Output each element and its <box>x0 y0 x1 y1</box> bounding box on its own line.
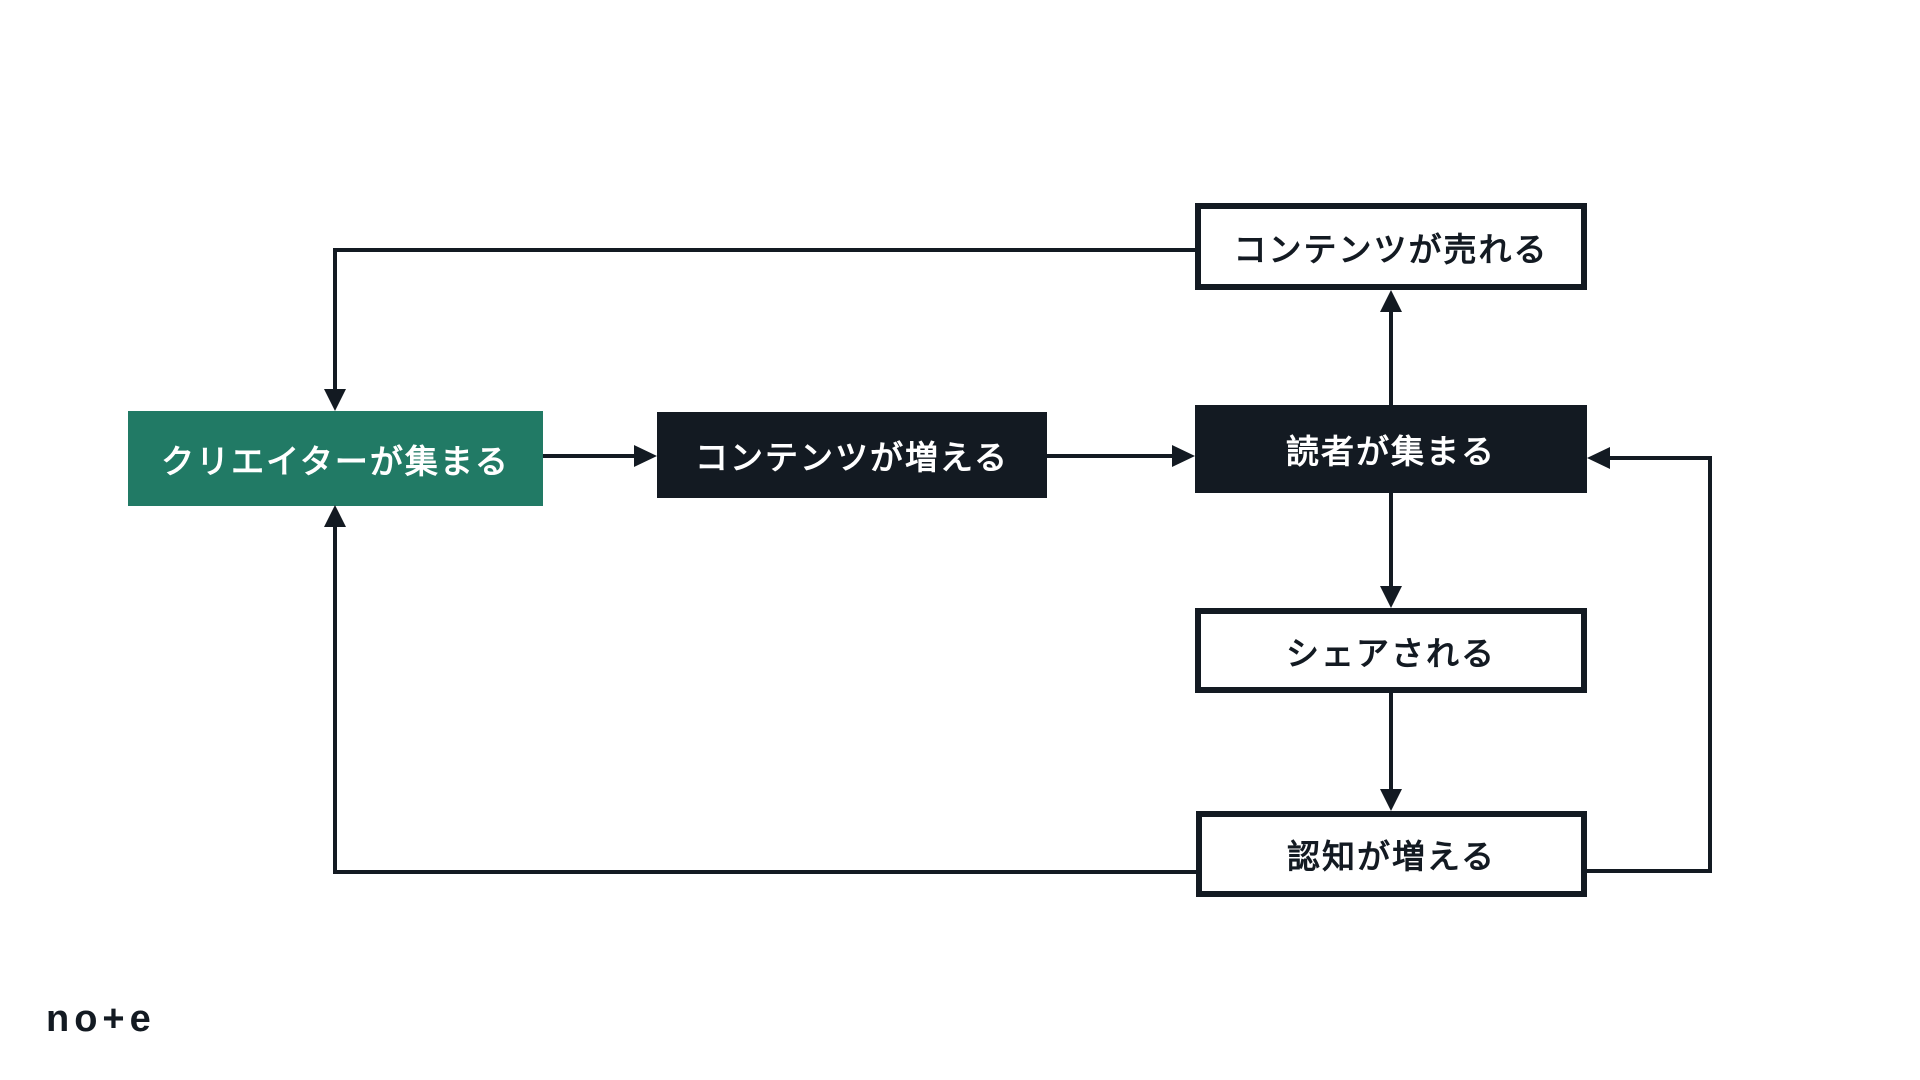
edge-readers-sells-line <box>1389 312 1393 405</box>
edge-aware-creators-hline <box>333 870 1196 874</box>
edge-sells-creators-arrowhead-icon <box>324 389 346 411</box>
node-creators-gather: クリエイターが集まる <box>128 411 543 506</box>
edge-readers-share-line <box>1389 493 1393 588</box>
edge-aware-creators-arrowhead-icon <box>324 505 346 527</box>
node-awareness-grows: 認知が増える <box>1196 811 1587 897</box>
edge-readers-share-arrowhead-icon <box>1380 586 1402 608</box>
edge-aware-creators-vline <box>333 524 337 872</box>
edge-contents-readers-line <box>1047 454 1172 458</box>
node-readers-gather: 読者が集まる <box>1195 405 1587 493</box>
edge-aware-readers-top-hline <box>1610 456 1710 460</box>
edge-sells-creators-hline <box>335 248 1195 252</box>
edge-share-aware-line <box>1389 693 1393 791</box>
edge-creators-contents-arrowhead-icon <box>634 445 657 467</box>
edge-readers-sells-arrowhead-icon <box>1380 290 1402 312</box>
edge-aware-readers-vline <box>1708 456 1712 873</box>
edge-aware-readers-bottom-hline <box>1587 869 1710 873</box>
edge-creators-contents-line <box>543 454 634 458</box>
edge-share-aware-arrowhead-icon <box>1380 789 1402 811</box>
node-contents-sell: コンテンツが売れる <box>1195 203 1587 290</box>
node-contents-increase: コンテンツが増える <box>657 412 1047 498</box>
note-logo: no+e <box>46 998 156 1040</box>
edge-sells-creators-vline <box>333 248 337 392</box>
edge-aware-readers-arrowhead-icon <box>1587 447 1610 469</box>
edge-contents-readers-arrowhead-icon <box>1172 445 1195 467</box>
node-shared: シェアされる <box>1195 608 1587 693</box>
